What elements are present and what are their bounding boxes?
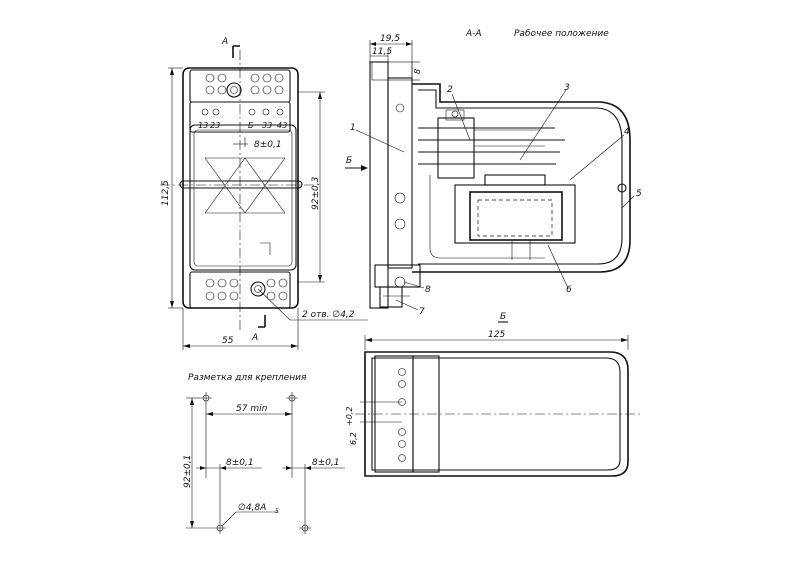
callout-7: 7 [419, 307, 425, 317]
section-a-bottom: А [251, 333, 258, 343]
dim-92-01: 92±0,1 [183, 455, 193, 488]
coil-assembly [429, 174, 576, 260]
callout-8: 8 [425, 285, 431, 295]
dim-57-min: 57 min [236, 404, 268, 414]
front-view: 13 23 Б 33 43 8±0,1 112,5 92±0,3 55 2 от… [160, 37, 368, 350]
callout-2: 2 [447, 85, 453, 95]
section-aa-view: 19,5 11,5 8 Б А-А Рабочее положение 1 2 … [345, 29, 642, 317]
dim-125: 125 [488, 330, 505, 340]
dim-6-2-tol: +0,2 [345, 407, 354, 426]
dim-hole-mark-sub: 5 [275, 508, 279, 515]
dim-8-front: 8±0,1 [254, 140, 282, 150]
terminal-label-43: 43 [277, 121, 287, 130]
dim-6-2: 6,2 [349, 432, 358, 445]
dim-8-right: 8±0,1 [312, 458, 340, 468]
terminal-label-13: 13 [198, 121, 208, 130]
view-b: Б 125 6,2 +0,2 [345, 312, 640, 477]
dim-55: 55 [222, 336, 234, 346]
dim-8-top: 8 [413, 69, 422, 74]
dim-hole-mark: ∅4,8А [238, 503, 266, 513]
section-a-top: А [221, 37, 228, 47]
callout-1: 1 [350, 123, 356, 133]
lower-terminal-row [205, 278, 288, 301]
view-b-terminals [398, 368, 406, 462]
callout-4: 4 [624, 127, 630, 137]
section-aa-label: А-А [465, 29, 482, 39]
terminal-label-33: 33 [262, 121, 272, 130]
view-b-left: Б [346, 156, 352, 166]
dim-8-left: 8±0,1 [226, 458, 254, 468]
terminal-label-23: 23 [210, 121, 220, 130]
dim-holes: 2 отв. ∅4,2 [302, 310, 355, 320]
dim-19-5: 19,5 [380, 34, 400, 44]
dim-92-03: 92±0,3 [311, 176, 321, 210]
mounting-title: Разметка для крепления [188, 373, 307, 383]
callout-6: 6 [566, 285, 572, 295]
working-position-label: Рабочее положение [514, 29, 609, 39]
upper-terminal-row [201, 73, 284, 116]
callout-5: 5 [636, 189, 642, 199]
terminal-label-b: Б [248, 121, 254, 130]
mounting-layout: Разметка для крепления 57 min 92±0,1 8±0… [183, 373, 345, 534]
contact-system [418, 109, 565, 179]
callout-3: 3 [564, 83, 570, 93]
callouts: 1 2 3 4 5 6 7 8 [350, 83, 642, 317]
dim-11-5: 11,5 [372, 47, 392, 57]
view-b-bottom: Б [500, 312, 506, 322]
dim-112-5: 112,5 [161, 180, 171, 206]
